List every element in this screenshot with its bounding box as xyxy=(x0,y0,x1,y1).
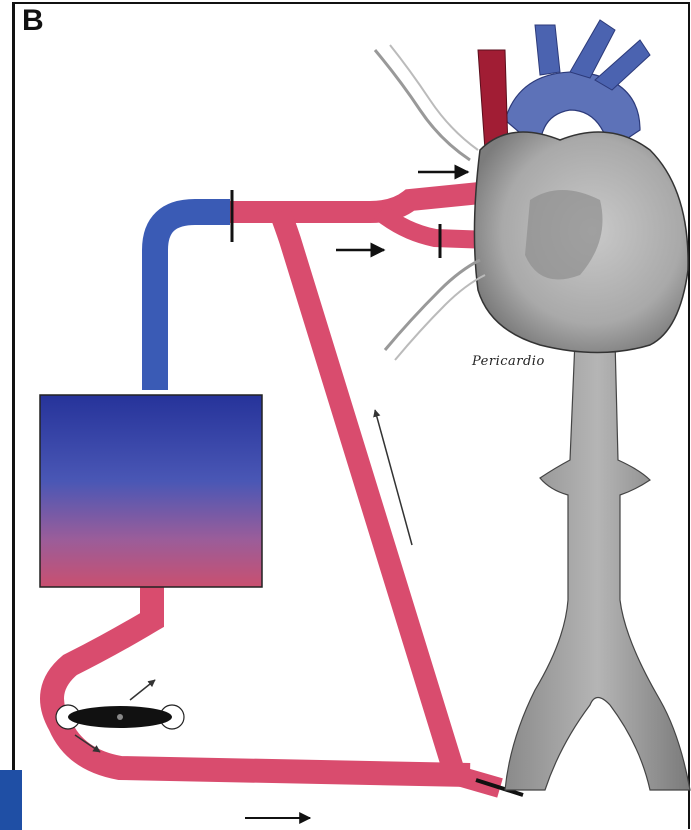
venous-return-tube xyxy=(155,212,230,390)
pericardium-label: Pericardio xyxy=(472,354,545,369)
arterial-upper-tube xyxy=(230,192,490,212)
descending-aorta xyxy=(505,340,690,790)
arterial-branch-tube xyxy=(380,212,490,240)
nerve-strand-top xyxy=(375,50,470,160)
nerve-strand-bottom xyxy=(385,260,480,350)
blood-reservoir xyxy=(40,395,262,587)
panel-letter: B xyxy=(22,4,44,38)
arterial-diagonal-tube xyxy=(280,212,455,775)
